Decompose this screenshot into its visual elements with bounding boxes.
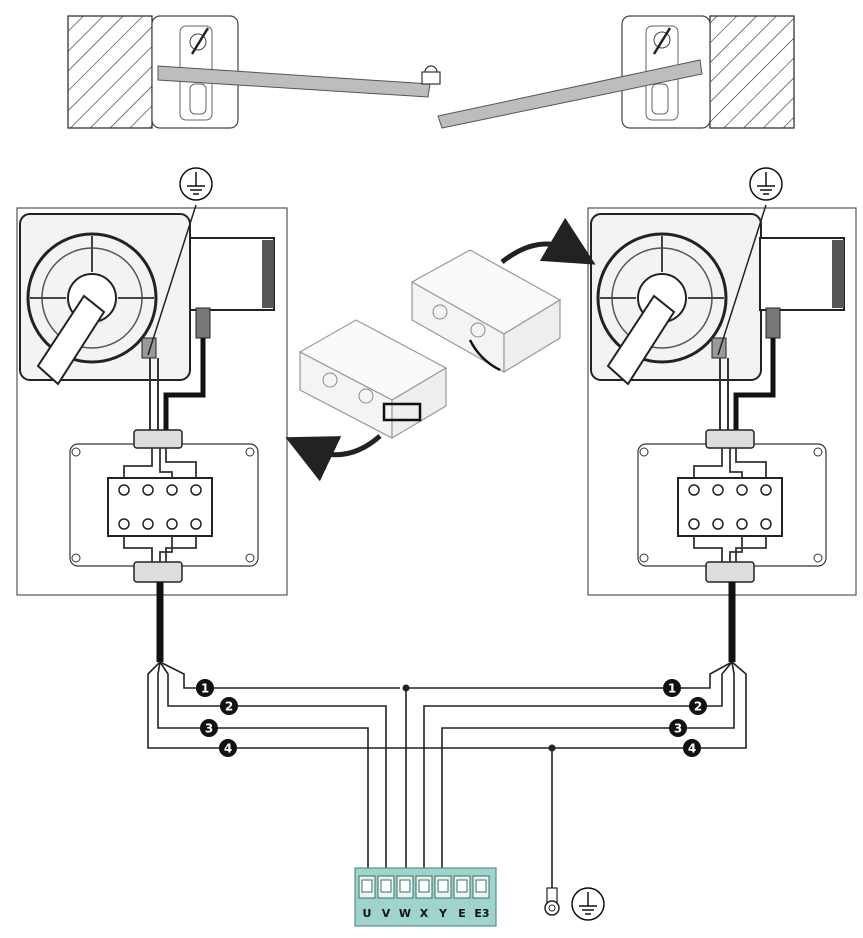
wire-badge-3-left: 3 <box>200 719 218 737</box>
wire-badge-3-right: 3 <box>669 719 687 737</box>
terminal-u[interactable]: U <box>358 875 376 920</box>
wire-badge-2-left: 2 <box>220 697 238 715</box>
electric-motor-right <box>759 237 845 311</box>
wire-4-left <box>147 661 552 749</box>
wire-3-right <box>441 661 735 878</box>
lever-arm-left <box>36 294 106 386</box>
rotation-arrow-icon <box>285 434 382 482</box>
wall-pillar-left <box>67 15 153 129</box>
terminal-strip-right <box>677 477 783 537</box>
ground-symbol-icon <box>571 887 605 921</box>
terminal-label: X <box>420 907 429 920</box>
terminal-label: W <box>399 907 411 920</box>
wire-1-right <box>406 661 733 689</box>
wire-number: 3 <box>674 722 682 736</box>
electric-motor-left <box>189 237 275 311</box>
wire-2-left <box>159 661 387 878</box>
terminal-strip-left <box>107 477 213 537</box>
terminal-e[interactable]: E <box>453 875 471 920</box>
gate-plan-left <box>67 15 441 129</box>
wire-4-right <box>552 661 747 749</box>
ring-terminal-icon <box>544 887 560 916</box>
wire-badge-4-right: 4 <box>683 739 701 757</box>
terminal-e3[interactable]: E3 <box>472 875 490 920</box>
wire-junction-dot <box>548 744 556 752</box>
rotation-arrow-icon <box>500 217 596 265</box>
wire-number: 1 <box>668 682 676 696</box>
terminal-label: U <box>363 907 372 920</box>
motor-panel-left <box>16 204 288 662</box>
wire-1-left <box>159 661 400 689</box>
terminal-block: U V W X Y E E3 <box>354 867 497 927</box>
lever-arm-right <box>606 294 676 386</box>
wire-badge-2-right: 2 <box>689 697 707 715</box>
wire-badge-4-left: 4 <box>219 739 237 757</box>
wire-junction-dot <box>402 684 410 692</box>
terminal-w[interactable]: W <box>396 875 414 920</box>
wire-number: 2 <box>694 700 702 714</box>
terminal-label: Y <box>438 907 448 920</box>
terminal-label: V <box>382 907 391 920</box>
terminal-v[interactable]: V <box>377 875 395 920</box>
gate-leaf-right <box>437 59 703 129</box>
wiring <box>147 661 747 888</box>
ground-symbol-icon <box>179 167 213 201</box>
wire-number: 1 <box>201 682 209 696</box>
padlock-icon <box>421 65 441 85</box>
wire-2-right <box>423 661 733 878</box>
terminal-label: E3 <box>474 907 489 920</box>
terminal-y[interactable]: Y <box>434 875 452 920</box>
wall-pillar-right <box>709 15 795 129</box>
wire-number: 3 <box>205 722 213 736</box>
box-variant-lower <box>298 319 448 440</box>
terminal-x[interactable]: X <box>415 875 433 920</box>
wire-3-left <box>157 661 369 878</box>
ground-symbol-icon <box>749 167 783 201</box>
wire-number: 4 <box>224 742 232 756</box>
terminal-label: E <box>458 907 466 920</box>
gate-leaf-left <box>157 65 431 98</box>
wire-number: 4 <box>688 742 696 756</box>
wire-badge-1-left: 1 <box>196 679 214 697</box>
wire-badge-1-right: 1 <box>663 679 681 697</box>
gate-plan-right <box>437 15 795 129</box>
wire-number: 2 <box>225 700 233 714</box>
motor-panel-right <box>587 204 857 662</box>
box-variant-upper <box>410 249 562 374</box>
